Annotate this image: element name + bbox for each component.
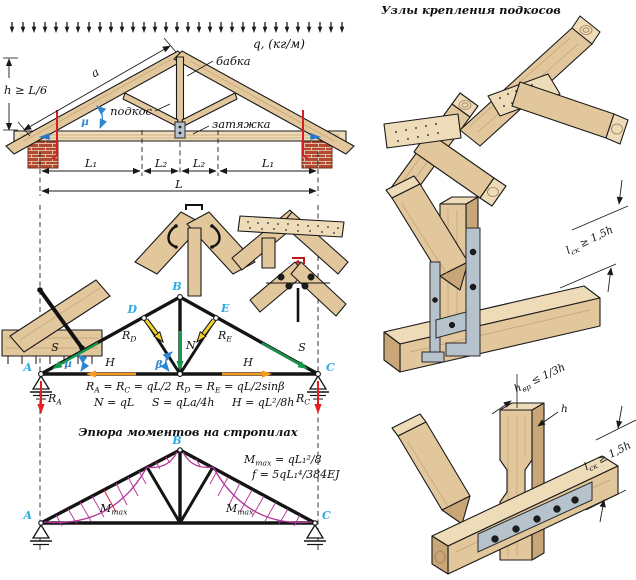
dimension-rows: L₁ L₂ L₂ L₁ L [39, 130, 319, 196]
moment-diagram: Эпюра моментов на стропилах [22, 425, 340, 546]
force-n-label: N [185, 339, 196, 352]
force-s-left-label: S [51, 341, 59, 354]
force-h-right-label: H [242, 356, 253, 369]
node-d-label: D [126, 303, 137, 316]
force-n [176, 331, 184, 371]
ridge-joint-bolted-detail [249, 257, 347, 322]
dim-l1-right: L₁ [261, 156, 274, 170]
load-label: q, (кг/м) [253, 37, 305, 51]
dim-l2-left: L₂ [154, 156, 168, 170]
support-a-moment [30, 523, 52, 546]
ridge-joint-nailplate-detail [231, 209, 349, 275]
moment-curve-left [43, 451, 178, 527]
load-arrows [9, 21, 345, 34]
formula-s: S = qLa/4h [152, 396, 214, 409]
force-s-right [261, 341, 310, 373]
tie-label: затяжка [212, 117, 271, 131]
ridge-joint-clamps-detail [134, 204, 256, 297]
brick-pier-left [27, 140, 59, 169]
height-label: h ≥ L/6 [4, 83, 47, 97]
force-h-left [86, 370, 136, 378]
force-s-right-label: S [298, 341, 306, 354]
force-h-right [222, 370, 272, 378]
moment-node-c: C [322, 509, 331, 522]
strut-floating-bottom [391, 413, 471, 525]
node-e-label: E [220, 302, 230, 315]
heel-strap-detail [1, 279, 111, 364]
moment-formula-mmax: Mmax = qL₁²/8 [243, 453, 322, 468]
formula-rd-re: RD = RE = qL/2sinβ [175, 380, 284, 395]
mu-label: μ [64, 358, 72, 370]
dim-lsk-mid: lск ≥ 1,5h [559, 179, 629, 293]
reaction-rc [314, 381, 322, 414]
formula-n: N = qL [93, 396, 134, 409]
king-post-hanger-detail: lск ≥ 1,5h [383, 175, 629, 373]
steel-hanger-strap [445, 227, 481, 357]
beta-label: β [155, 359, 163, 371]
right-panel-title: Узлы крепления подкосов [381, 3, 561, 17]
force-re [193, 318, 216, 345]
svg-text:hвр ≤ 1/3h: hвр ≤ 1/3h [512, 361, 567, 397]
strut-label: подкос [110, 104, 152, 118]
node-c-label: C [326, 361, 335, 374]
moment-node-b: B [171, 434, 181, 447]
dim-l2-right: L₂ [192, 156, 206, 170]
moment-node-a: A [22, 509, 32, 522]
node-b-label: B [171, 280, 181, 293]
anchor-clip-left [38, 132, 50, 140]
svg-text:lск ≥ 1,5h: lск ≥ 1,5h [564, 224, 616, 258]
king-post-bolted-plate-detail: h hвр ≤ 1/3h lск ≥ 1,5h [391, 361, 636, 575]
reaction-ra [37, 381, 45, 414]
right-panel: Узлы крепления подкосов [381, 3, 636, 575]
reaction-ra-label: RA [47, 392, 62, 407]
mmax-label-left: Mmax [99, 502, 128, 517]
strut-joint-notched-detail [459, 15, 629, 147]
dim-l1-left: L₁ [84, 156, 97, 170]
king-post-shoe [174, 121, 186, 139]
king-post-label: бабка [216, 54, 251, 68]
dim-h: h [537, 403, 568, 427]
force-rd [144, 318, 167, 345]
main-truss-diagram: q, (кг/м) бабка подкос затяжка [3, 21, 355, 196]
formula-h: H = qL²/8h [231, 396, 294, 409]
anchor-strap-right [302, 110, 309, 160]
mu-angle-label: μ [81, 116, 89, 128]
moment-curve-right [182, 451, 313, 527]
anchor-clip-right [310, 132, 322, 140]
force-re-label: RE [217, 329, 232, 344]
moment-title: Эпюра моментов на стропилах [78, 425, 297, 439]
support-c-moment [304, 523, 326, 546]
brick-pier-right [301, 140, 333, 169]
force-diagram: A B C D E S S H H N RD RE RA RC μ β RA =… [22, 280, 335, 414]
rafter-dim-label: a [89, 65, 102, 81]
svg-text:h: h [561, 403, 568, 415]
mmax-label-right: Mmax [225, 502, 254, 517]
node-a-label: A [22, 361, 32, 374]
formula-ra-rc: RA = RC = qL/2 [85, 380, 172, 395]
reaction-rc-label: RC [295, 392, 310, 407]
moment-formula-f: f = 5qL₁⁴/384EJ [251, 468, 340, 481]
dim-l: L [174, 177, 183, 191]
force-h-left-label: H [104, 356, 115, 369]
force-rd-label: RD [121, 329, 136, 344]
